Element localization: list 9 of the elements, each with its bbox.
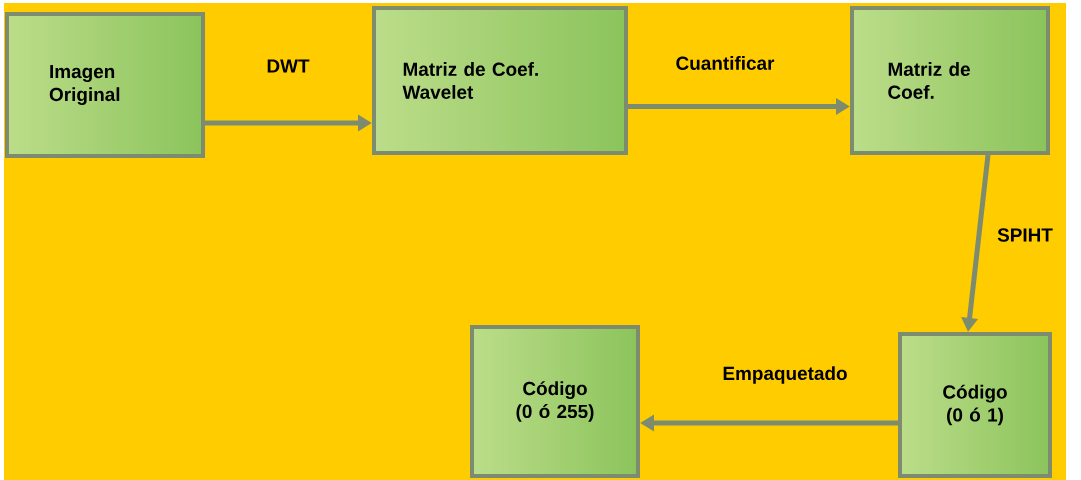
edge-label: Empaquetado (723, 366, 847, 384)
process-box: Imagen Original (5, 12, 205, 158)
edge-label: Cuantificar (676, 56, 775, 70)
process-box: Matriz de Coef. Wavelet (372, 6, 628, 155)
edge-label: SPIHT (997, 228, 1053, 242)
process-box: Matriz de Coef. (850, 6, 1050, 155)
edge-label: DWT (267, 59, 310, 73)
process-box: Código (0 ó 1) (898, 332, 1052, 478)
process-box: Código (0 ó 255) (470, 325, 640, 478)
